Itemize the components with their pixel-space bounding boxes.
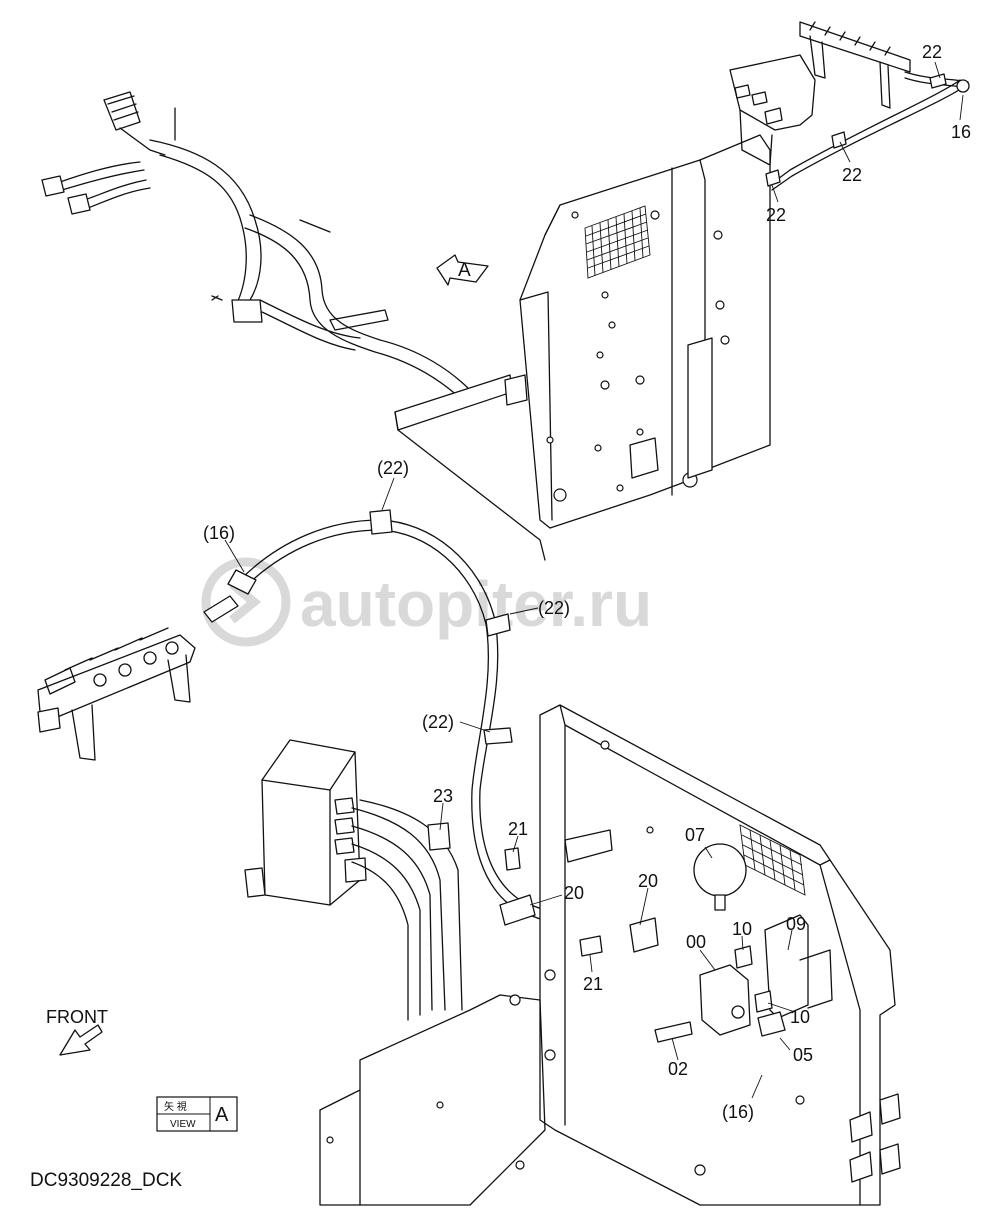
callout-09: 09 — [786, 914, 806, 934]
pilot-valve-top — [765, 21, 970, 191]
callout-16-paren-a: (16) — [203, 523, 235, 543]
callout-23: 23 — [433, 786, 453, 806]
callout-22-top: 22 — [922, 42, 942, 62]
front-indicator: FRONT — [46, 1007, 108, 1056]
upper-harness — [41, 91, 471, 399]
callout-22-mid-right: 22 — [842, 165, 862, 185]
callout-22-paren-b: (22) — [538, 598, 570, 618]
callout-02: 02 — [668, 1059, 688, 1079]
callout-00: 00 — [686, 932, 706, 952]
frame-grille — [739, 824, 806, 896]
drawing-code: DC9309228_DCK — [30, 1170, 182, 1191]
view-letter: A — [215, 1104, 229, 1126]
view-arrow-a: A — [436, 254, 489, 286]
callout-10-bottom: 10 — [790, 1007, 810, 1027]
callout-16-paren-b: (16) — [722, 1102, 754, 1122]
front-arrow-icon — [59, 1024, 103, 1056]
callout-22-mid-left: 22 — [766, 205, 786, 225]
watermark-text: autopiter.ru — [300, 568, 652, 640]
callout-22-paren-a: (22) — [377, 458, 409, 478]
callout-20-right: 20 — [638, 871, 658, 891]
callout-labels: 22 16 22 22 (22) (16) (22) (22) 23 21 20… — [203, 42, 971, 1122]
callout-20-left: 20 — [564, 883, 584, 903]
view-word: VIEW — [170, 1119, 196, 1130]
callout-22-paren-c: (22) — [422, 712, 454, 732]
view-kanji: 矢 視 — [164, 1100, 187, 1113]
callout-07: 07 — [685, 825, 705, 845]
callout-21-top: 21 — [508, 819, 528, 839]
lower-frame — [319, 704, 901, 1206]
pilot-valve-left — [37, 627, 196, 761]
callout-16-top: 16 — [951, 122, 971, 142]
front-label: FRONT — [46, 1007, 108, 1027]
control-valve-block — [244, 739, 463, 1021]
callout-10-top: 10 — [732, 919, 752, 939]
vent-grille — [584, 205, 651, 279]
callout-21-bottom: 21 — [583, 974, 603, 994]
upper-panel — [394, 54, 816, 561]
watermark: autopiter.ru — [201, 557, 652, 647]
panel-holes — [546, 210, 730, 502]
view-arrow-letter: A — [458, 260, 471, 281]
callout-05: 05 — [793, 1045, 813, 1065]
view-a-box: 矢 視 VIEW A — [156, 1096, 238, 1132]
leader-lines — [224, 61, 964, 1099]
